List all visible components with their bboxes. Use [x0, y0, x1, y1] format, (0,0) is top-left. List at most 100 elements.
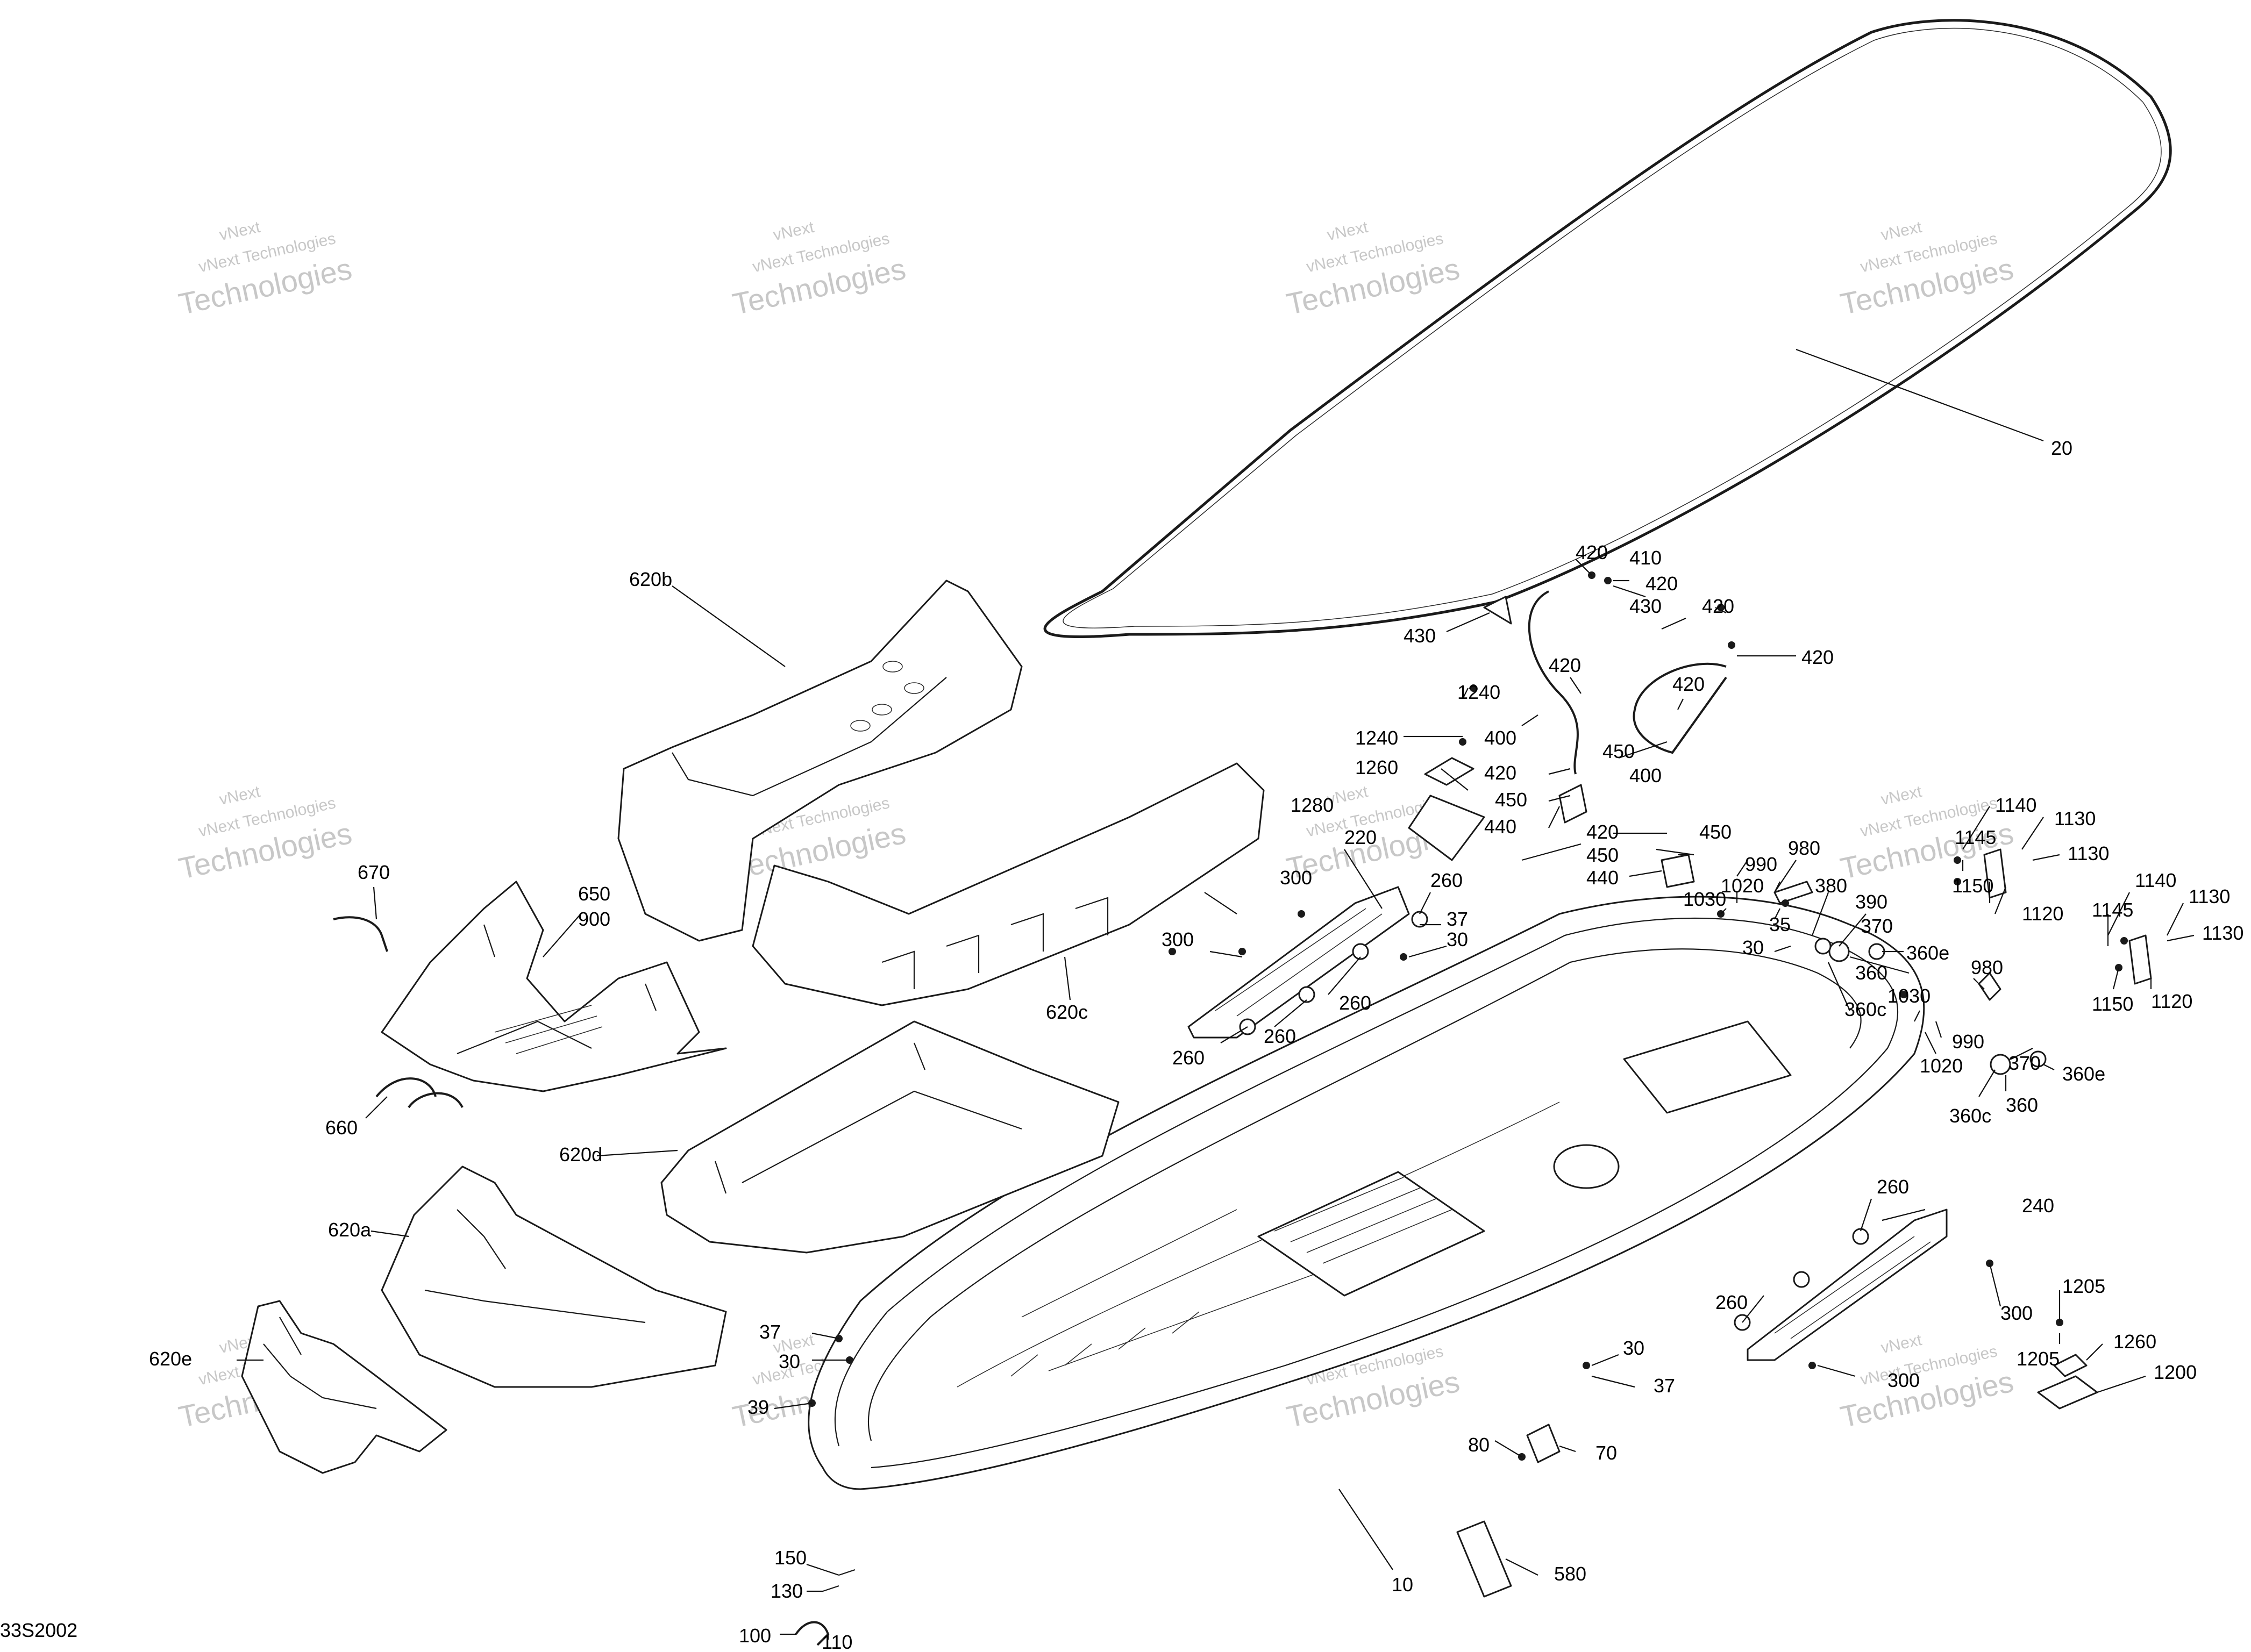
callout-1205: 1205	[2017, 1348, 2060, 1370]
watermark-1: vNext vNext Technologies Technologies	[176, 218, 355, 321]
part-620d-tray	[660, 1020, 1120, 1254]
callout-440: 440	[1484, 816, 1516, 838]
callout-400: 400	[1629, 764, 1662, 786]
callout-260: 260	[1172, 1047, 1205, 1069]
part-620c-side-moulding	[752, 762, 1265, 1006]
callout-80: 80	[1468, 1434, 1490, 1456]
part-380-fitting	[1814, 938, 1832, 955]
part-650-footwell	[381, 881, 727, 1092]
part-620a-front-moulding	[381, 1165, 727, 1388]
callout-380: 380	[1815, 875, 1847, 897]
callout-620e: 620e	[149, 1348, 192, 1370]
part-130-pin	[822, 1585, 839, 1592]
callout-360c: 360c	[1844, 998, 1886, 1020]
callout-37: 37	[1447, 908, 1468, 930]
callout-430: 430	[1629, 595, 1662, 617]
callout-670: 670	[358, 861, 390, 883]
callout-410: 410	[1629, 547, 1662, 569]
callout-1120: 1120	[2022, 903, 2063, 925]
callout-240: 240	[2022, 1195, 2054, 1217]
svg-text:vNext: vNext	[1326, 218, 1370, 244]
callout-450: 450	[1586, 844, 1619, 866]
callout-1280: 1280	[1291, 794, 1334, 816]
callout-990: 990	[1952, 1031, 1984, 1053]
callout-220: 220	[1344, 826, 1377, 848]
callout-30: 30	[1623, 1337, 1644, 1359]
callout-420: 420	[1645, 573, 1678, 595]
watermark-2: vNext vNext Technologies Technologies	[730, 218, 909, 321]
callout-35: 35	[1769, 913, 1791, 935]
callout-620d: 620d	[559, 1143, 602, 1165]
callout-420: 420	[1484, 762, 1516, 784]
callout-300: 300	[1162, 928, 1194, 950]
leader-lines	[237, 348, 2195, 1640]
callout-260: 260	[1430, 869, 1463, 891]
callout-260: 260	[1339, 992, 1371, 1014]
callout-70: 70	[1595, 1442, 1617, 1464]
callout-980: 980	[1788, 837, 1820, 859]
callout-1130: 1130	[2054, 807, 2096, 829]
callout-1120: 1120	[2151, 990, 2192, 1012]
part-360e-fitting-b	[2029, 1050, 2047, 1068]
callout-110: 110	[822, 1631, 852, 1652]
callout-1260: 1260	[2113, 1331, 2156, 1353]
callout-360: 360	[1855, 962, 1887, 984]
callout-1130: 1130	[2189, 885, 2230, 907]
callout-100: 100	[739, 1625, 771, 1647]
callout-370: 370	[1861, 915, 1893, 937]
part-440-bracket-a	[1558, 784, 1587, 824]
callout-420: 420	[1702, 595, 1734, 617]
callout-1030: 1030	[1683, 888, 1726, 910]
watermark-3: vNext vNext Technologies Technologies	[1284, 218, 1463, 321]
part-620e-nose	[241, 1300, 447, 1474]
callout-430: 430	[1404, 625, 1436, 647]
callout-37: 37	[759, 1321, 781, 1343]
callout-30: 30	[1742, 936, 1764, 959]
battery-box	[1623, 1020, 1792, 1114]
callout-900: 900	[578, 908, 610, 930]
callout-1205: 1205	[2062, 1275, 2105, 1297]
callout-420: 420	[1672, 673, 1705, 695]
svg-text:vNext: vNext	[218, 783, 262, 809]
callout-620c: 620c	[1046, 1001, 1088, 1023]
callout-360e: 360e	[2062, 1063, 2105, 1085]
callout-420: 420	[1586, 821, 1619, 843]
part-1120-bracket-b	[2128, 934, 2152, 985]
callout-650: 650	[578, 883, 610, 905]
callout-150: 150	[774, 1547, 807, 1569]
callout-260: 260	[1264, 1025, 1296, 1047]
callout-440: 440	[1586, 867, 1619, 889]
callout-450: 450	[1699, 821, 1732, 843]
callout-990: 990	[1745, 853, 1777, 875]
callout-1240: 1240	[1355, 727, 1398, 749]
part-620b-console	[617, 580, 1023, 942]
callout-360e: 360e	[1906, 942, 1949, 964]
callout-660: 660	[325, 1117, 358, 1139]
callout-300: 300	[1280, 867, 1312, 889]
callout-1260: 1260	[1355, 756, 1398, 778]
part-150-pin	[838, 1569, 856, 1576]
part-670-handle	[333, 916, 388, 952]
watermark-4: vNext vNext Technologies Technologies	[1837, 218, 2017, 321]
svg-text:vNext: vNext	[1879, 1331, 1924, 1357]
part-440-bracket-b	[1661, 854, 1695, 888]
callout-360: 360	[2006, 1094, 2038, 1116]
part-660-straps	[375, 1077, 464, 1109]
part-70-latch	[1526, 1424, 1561, 1463]
part-980-tube-a	[1773, 881, 1813, 904]
watermark-5: vNext vNext Technologies Technologies	[176, 783, 355, 885]
part-400-hose-right	[1633, 662, 1727, 754]
part-1260-plate-upper	[1424, 757, 1474, 786]
callout-390: 390	[1855, 891, 1887, 913]
callout-1140: 1140	[2135, 869, 2176, 891]
callout-labels: 20 620b 420 410 420 430 430 420 420 420 …	[149, 437, 2243, 1652]
part-580-bracket	[1456, 1520, 1512, 1598]
part-10-hull	[808, 896, 1925, 1490]
svg-text:vNext: vNext	[1879, 783, 1924, 809]
callout-450: 450	[1495, 789, 1527, 811]
callout-300: 300	[2000, 1302, 2033, 1324]
callout-1030: 1030	[1887, 985, 1931, 1007]
callout-420: 420	[1576, 541, 1608, 563]
part-1260-plate-lower	[2053, 1354, 2088, 1377]
callout-400: 400	[1484, 727, 1516, 749]
